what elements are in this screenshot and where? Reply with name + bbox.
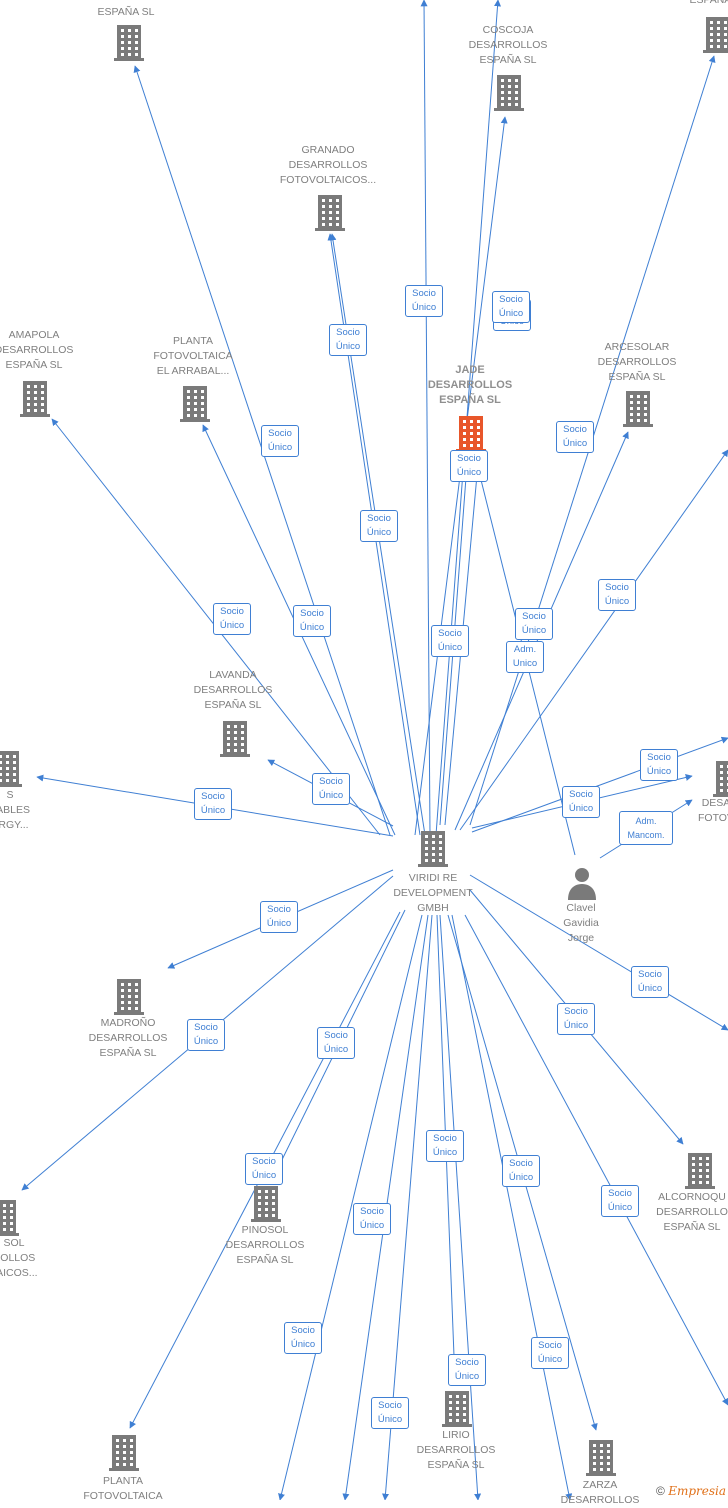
- edge-role-badge[interactable]: Socio Único: [293, 605, 331, 637]
- edge-line-16: [471, 736, 728, 833]
- node-label-center[interactable]: VIRIDI RE DEVELOPMENT GMBH: [393, 872, 473, 914]
- building-icon[interactable]: [621, 389, 655, 427]
- node-label-planta-arrabal[interactable]: PLANTA FOTOVOLTAICA EL ARRABAL...: [153, 335, 233, 377]
- edge-line-10: [459, 449, 728, 831]
- edge-role-badge[interactable]: Socio Único: [371, 1397, 409, 1429]
- edge-role-badge[interactable]: Socio Único: [261, 425, 299, 457]
- node-label-top-left[interactable]: DESARROLLOS ESPAÑA SL: [87, 0, 166, 18]
- node-label-clavel[interactable]: Clavel Gavidia Jorge: [563, 902, 599, 944]
- node-label-sol-left[interactable]: SOL ROLLOS TAICOS...: [0, 1237, 38, 1279]
- edge-role-badge[interactable]: Socio Único: [601, 1185, 639, 1217]
- node-label-jade[interactable]: JADE DESARROLLOS ESPAÑA SL: [427, 364, 513, 406]
- edge-line-11: [420, 0, 431, 836]
- node-label-planta-bottom[interactable]: PLANTA FOTOVOLTAICA: [83, 1475, 163, 1502]
- edge-role-badge[interactable]: Socio Único: [329, 324, 367, 356]
- building-icon[interactable]: [112, 23, 146, 61]
- node-label-zarza[interactable]: ZARZA DESARROLLOS: [560, 1479, 640, 1506]
- edge-line-32: [464, 914, 728, 1406]
- node-label-amapola[interactable]: AMAPOLA DESARROLLOS ESPAÑA SL: [0, 329, 74, 371]
- building-icon[interactable]: [313, 193, 347, 231]
- edge-role-badge[interactable]: Socio Único: [515, 608, 553, 640]
- building-icon[interactable]: [440, 1389, 474, 1427]
- building-icon[interactable]: [112, 977, 146, 1015]
- edge-role-badge[interactable]: Socio Único: [556, 421, 594, 453]
- node-label-pinosol[interactable]: PINOSOL DESARROLLOS ESPAÑA SL: [225, 1224, 305, 1266]
- building-icon[interactable]: [18, 379, 52, 417]
- building-icon[interactable]: [454, 414, 488, 452]
- node-label-granado[interactable]: GRANADO DESARROLLOS FOTOVOLTAICOS...: [279, 144, 377, 186]
- node-label-madrono[interactable]: MADROÑO DESARROLLOS ESPAÑA SL: [88, 1017, 168, 1059]
- building-icon[interactable]: [683, 1151, 717, 1189]
- edge-role-badge[interactable]: Socio Único: [492, 291, 530, 323]
- edge-role-badge[interactable]: Socio Único: [360, 510, 398, 542]
- node-label-alcornoque[interactable]: ALCORNOQU DESARROLLO ESPAÑA SL: [656, 1191, 728, 1233]
- building-icon[interactable]: [0, 749, 24, 787]
- edge-role-badge[interactable]: Socio Único: [426, 1130, 464, 1162]
- node-label-coscoja[interactable]: COSCOJA DESARROLLOS ESPAÑA SL: [468, 24, 548, 66]
- edge-role-badge[interactable]: Socio Único: [531, 1337, 569, 1369]
- edge-role-badge[interactable]: Socio Único: [631, 966, 669, 998]
- footer: © Empresia: [656, 1484, 726, 1498]
- building-icon[interactable]: [107, 1433, 141, 1471]
- building-icon[interactable]: [416, 829, 450, 867]
- edge-role-badge[interactable]: Adm. Mancom.: [619, 811, 673, 845]
- edge-line-29: [451, 914, 573, 1501]
- copyright-symbol: ©: [656, 1484, 665, 1498]
- edge-role-badge[interactable]: Socio Único: [562, 786, 600, 818]
- edge-role-badge[interactable]: Socio Único: [317, 1027, 355, 1059]
- building-icon[interactable]: [492, 73, 526, 111]
- building-icon[interactable]: [711, 759, 728, 797]
- node-label-top-right[interactable]: ESPAÑA SL: [689, 0, 728, 6]
- edge-role-badge[interactable]: Socio Único: [194, 788, 232, 820]
- edge-role-badge[interactable]: Socio Único: [260, 901, 298, 933]
- node-label-lavanda[interactable]: LAVANDA DESARROLLOS ESPAÑA SL: [193, 669, 273, 711]
- edge-role-badge[interactable]: Socio Único: [353, 1203, 391, 1235]
- edge-role-badge[interactable]: Socio Único: [450, 450, 488, 482]
- building-icon[interactable]: [0, 1198, 21, 1236]
- edge-role-badge[interactable]: Socio Único: [312, 773, 350, 805]
- edge-line-27: [439, 914, 482, 1501]
- edge-role-badge[interactable]: Socio Único: [405, 285, 443, 317]
- edge-role-badge[interactable]: Socio Único: [245, 1153, 283, 1185]
- node-label-right-fotov[interactable]: DESA FOTOV: [698, 797, 728, 824]
- edge-role-badge[interactable]: Socio Único: [284, 1322, 322, 1354]
- building-icon[interactable]: [218, 719, 252, 757]
- edge-role-badge[interactable]: Socio Único: [557, 1003, 595, 1035]
- edge-role-badge[interactable]: Socio Único: [448, 1354, 486, 1386]
- edge-role-badge[interactable]: Socio Único: [187, 1019, 225, 1051]
- building-icon[interactable]: [584, 1438, 618, 1476]
- building-icon[interactable]: [178, 384, 212, 422]
- node-label-renovables[interactable]: S VABLES ERGY...: [0, 789, 31, 831]
- edge-role-badge[interactable]: Socio Único: [431, 625, 469, 657]
- person-icon[interactable]: [565, 864, 599, 902]
- edge-role-badge[interactable]: Adm. Unico: [506, 641, 544, 673]
- edge-role-badge[interactable]: Socio Único: [213, 603, 251, 635]
- building-icon[interactable]: [701, 15, 728, 53]
- building-icon[interactable]: [249, 1184, 283, 1222]
- brand-name[interactable]: Empresia: [668, 1484, 726, 1498]
- edge-line-30: [469, 874, 728, 1031]
- node-label-lirio[interactable]: LIRIO DESARROLLOS ESPAÑA SL: [416, 1429, 496, 1471]
- node-label-arcesolar[interactable]: ARCESOLAR DESARROLLOS ESPAÑA SL: [597, 341, 677, 383]
- edge-line-23: [278, 914, 423, 1501]
- edge-role-badge[interactable]: Socio Único: [640, 749, 678, 781]
- edge-role-badge[interactable]: Socio Único: [502, 1155, 540, 1187]
- edge-role-badge[interactable]: Socio Único: [598, 579, 636, 611]
